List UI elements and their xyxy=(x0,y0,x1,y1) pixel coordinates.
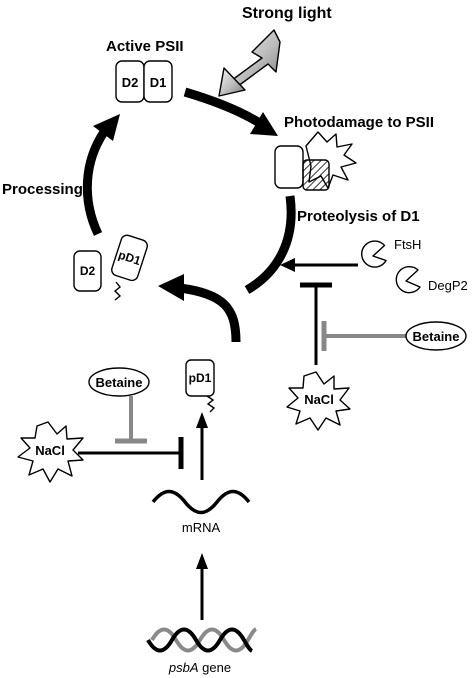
mrna-label: mRNA xyxy=(182,520,221,535)
psba-gene-label: psbA gene xyxy=(168,660,231,675)
strong-light-label: Strong light xyxy=(242,5,332,22)
photodamage-label: Photodamage to PSII xyxy=(284,114,434,131)
pd1-new-tail xyxy=(206,395,216,413)
d1-protein xyxy=(143,60,173,103)
cycle-arrowhead-active xyxy=(93,114,120,141)
nacl-left-label: NaCl xyxy=(35,443,65,458)
betaine-right-label: Betaine xyxy=(413,329,460,344)
transcription-arrowhead xyxy=(196,553,208,569)
cycle-arc-to-pd1 xyxy=(179,283,241,343)
nacl-right-label: NaCl xyxy=(304,392,334,407)
degp2-protease-shape xyxy=(395,265,421,294)
d1-label: D1 xyxy=(150,75,167,90)
pd1-repair-tail xyxy=(113,281,122,301)
nacl-left-burst xyxy=(17,421,84,483)
pd1-new-label: pD1 xyxy=(189,371,212,385)
mrna-strand xyxy=(151,489,251,515)
damaged-d2-protein xyxy=(274,145,304,189)
pd1-repair-label: pD1 xyxy=(117,248,143,268)
strong-light-arrowhead xyxy=(218,67,246,97)
ftsh-protease-shape xyxy=(361,240,387,268)
damaged-d1-protein xyxy=(302,159,330,191)
ftsh-label: FtsH xyxy=(394,237,421,252)
translation-arrowhead xyxy=(196,412,208,428)
psba-gene-suffix: gene xyxy=(199,660,232,675)
processing-label: Processing xyxy=(2,181,83,198)
psba-gene-strand-black xyxy=(146,627,254,653)
protease-action-arrowhead xyxy=(280,258,295,272)
betaine-left-ellipse xyxy=(88,367,150,397)
d2-repair-label: D2 xyxy=(80,264,96,278)
pd1-precursor-new xyxy=(185,359,215,397)
betaine-left-label: Betaine xyxy=(96,375,143,390)
cycle-arc-to-photodamage xyxy=(183,87,261,126)
cycle-arrowhead-pd1 xyxy=(158,274,184,301)
d2-label: D2 xyxy=(122,75,139,90)
betaine-right-ellipse xyxy=(405,321,467,351)
d2-protein-repair xyxy=(73,250,102,292)
cycle-arc-processing xyxy=(82,129,108,236)
degp2-label: DegP2 xyxy=(428,278,468,293)
active-psii-label: Active PSII xyxy=(106,38,184,55)
proteolysis-label: Proteolysis of D1 xyxy=(297,208,420,225)
cycle-arrowhead-photodamage xyxy=(250,112,278,136)
pd1-precursor-repair: pD1 xyxy=(111,234,148,282)
psba-gene-name: psbA xyxy=(168,660,199,675)
nacl-right-burst xyxy=(286,371,351,431)
cycle-arc-proteolysis xyxy=(244,195,296,294)
